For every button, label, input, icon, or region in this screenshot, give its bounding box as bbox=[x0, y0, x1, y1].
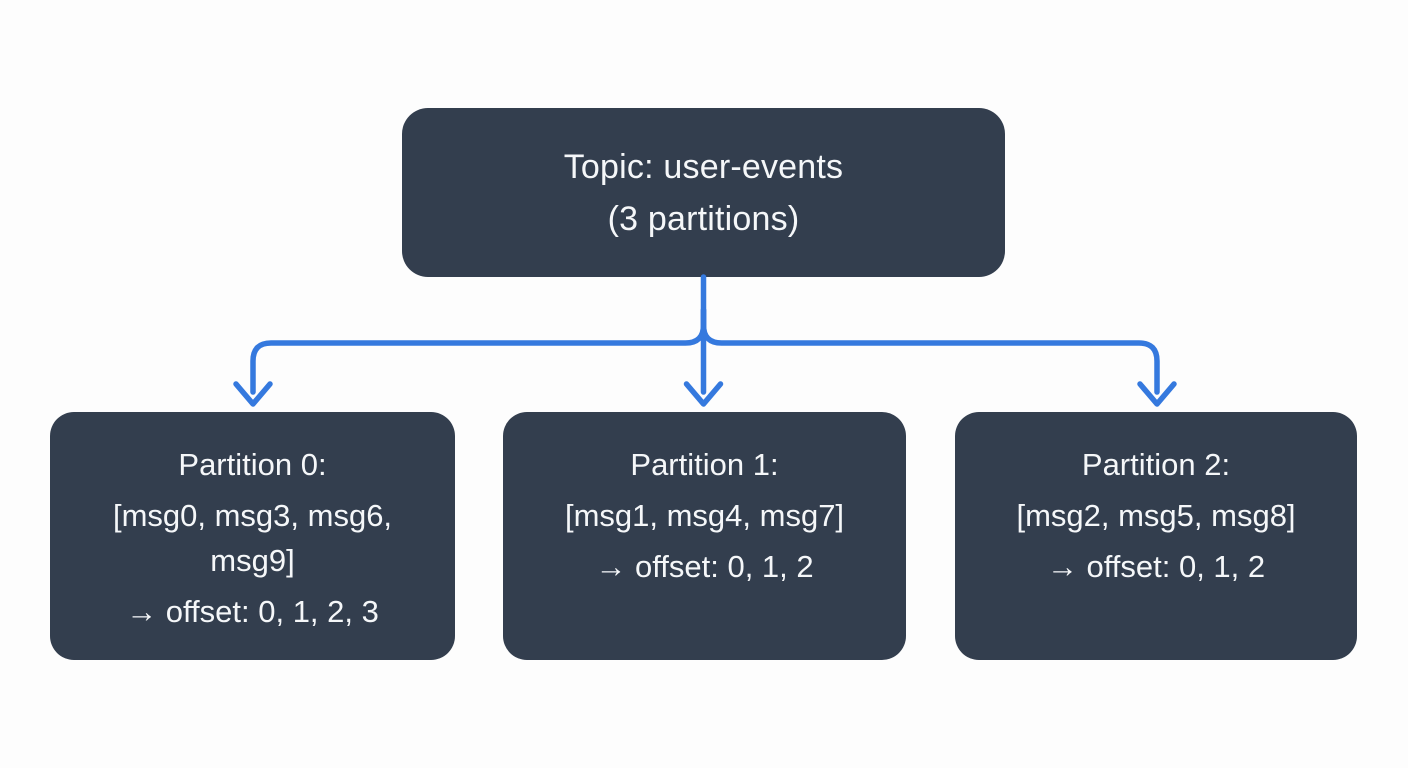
partition-title: Partition 0: bbox=[178, 447, 327, 482]
partition-offsets: → offset: 0, 1, 2, 3 bbox=[126, 594, 379, 629]
partition-title: Partition 1: bbox=[630, 447, 779, 482]
partition-node-0: Partition 0: [msg0, msg3, msg6, msg9] → … bbox=[50, 412, 455, 660]
partition-offsets: → offset: 0, 1, 2 bbox=[1046, 549, 1266, 584]
partition-node-2: Partition 2: [msg2, msg5, msg8] → offset… bbox=[955, 412, 1357, 660]
arrowhead-left-icon bbox=[233, 381, 273, 407]
partition-offsets: → offset: 0, 1, 2 bbox=[595, 549, 814, 584]
arrow-right bbox=[700, 307, 1160, 395]
partition-messages: [msg0, msg3, msg6, msg9] bbox=[112, 498, 393, 578]
arrow-left bbox=[250, 307, 707, 395]
topic-subtitle: (3 partitions) bbox=[607, 199, 800, 238]
partition-node-1: Partition 1: [msg1, msg4, msg7] → offset… bbox=[503, 412, 906, 660]
arrowhead-right-icon bbox=[1137, 381, 1177, 407]
partition-messages: [msg1, msg4, msg7] bbox=[564, 498, 845, 533]
topic-title: Topic: user-events bbox=[563, 147, 844, 186]
topic-node: Topic: user-events (3 partitions) bbox=[402, 108, 1005, 277]
partition-messages: [msg2, msg5, msg8] bbox=[1016, 498, 1296, 533]
partition-title: Partition 2: bbox=[1081, 447, 1231, 482]
arrowhead-center-icon bbox=[683, 381, 724, 407]
